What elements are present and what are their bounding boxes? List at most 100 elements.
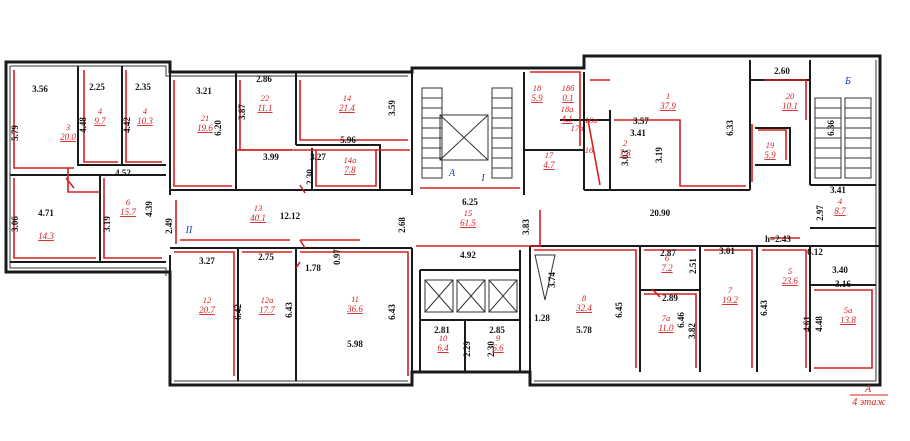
room-area: 40.1 bbox=[250, 213, 266, 223]
room-area: 37.9 bbox=[659, 101, 676, 111]
room-area: 21.4 bbox=[339, 103, 355, 113]
room-number: 2 bbox=[623, 138, 628, 148]
room-number: 6 bbox=[665, 253, 670, 263]
room-area: 7.8 bbox=[344, 165, 356, 175]
dimension-label-vertical: 6.43 bbox=[284, 302, 294, 318]
dimension-label: 3.01 bbox=[719, 246, 735, 256]
dimension-label: 2.89 bbox=[662, 293, 678, 303]
room-number: 5а bbox=[844, 305, 853, 315]
dimension-label-vertical: 3.59 bbox=[387, 100, 397, 116]
room-number: 18а bbox=[561, 104, 574, 114]
room-area: 5.9 bbox=[531, 93, 543, 103]
room-number: 5 bbox=[788, 266, 792, 276]
dimension-label: 1.28 bbox=[534, 313, 550, 323]
room-area: 14.3 bbox=[38, 231, 54, 241]
room-number: 15 bbox=[464, 208, 473, 218]
axis-label: I bbox=[480, 173, 485, 184]
room-area: 20.0 bbox=[60, 132, 76, 142]
room-area: 4.1 bbox=[561, 114, 572, 124]
dimension-label: 5.98 bbox=[347, 339, 363, 349]
dimension-label: 5.96 bbox=[340, 135, 356, 145]
room-number: 4 bbox=[98, 106, 103, 116]
room-area: 0.1 bbox=[562, 93, 573, 103]
dimension-label: 3.27 bbox=[199, 256, 215, 266]
dimension-label: 4.92 bbox=[460, 250, 476, 260]
dimension-label: 2.75 bbox=[258, 252, 274, 262]
dimension-label: 6.12 bbox=[807, 247, 823, 257]
room-number: 8 bbox=[582, 293, 587, 303]
room-number: 14 bbox=[343, 93, 352, 103]
dimension-label: 3.56 bbox=[32, 84, 48, 94]
room-area: 4.7 bbox=[543, 160, 555, 170]
room-area: 32.4 bbox=[575, 303, 592, 313]
room-number: 9 bbox=[496, 333, 501, 343]
dimension-label-vertical: 3.74 bbox=[547, 272, 557, 288]
room-number: 6 bbox=[126, 197, 131, 207]
room-number: 7а bbox=[662, 313, 671, 323]
dimension-label: 3.57 bbox=[633, 116, 649, 126]
room-area: 36.6 bbox=[346, 304, 363, 314]
dimension-label: 2.85 bbox=[489, 325, 505, 335]
room-area: 10.3 bbox=[137, 116, 153, 126]
dimension-label-vertical: 2.30 bbox=[486, 341, 496, 357]
floor-stamp: А 4 этаж bbox=[850, 384, 888, 408]
axis-label: II bbox=[185, 225, 193, 236]
dimension-label: 4.71 bbox=[38, 208, 54, 218]
dimension-label-vertical: 4.61 bbox=[802, 316, 812, 332]
room-area: 8.7 bbox=[834, 206, 846, 216]
stamp-letter: А bbox=[864, 384, 872, 395]
room-number: 12 bbox=[203, 295, 212, 305]
room-number: 1 bbox=[666, 91, 670, 101]
dimension-label-vertical: 4.39 bbox=[144, 201, 154, 217]
dimension-label: 3.41 bbox=[630, 128, 646, 138]
room-area: 10.1 bbox=[782, 101, 798, 111]
dimension-label-vertical: 6.45 bbox=[614, 302, 624, 318]
room-area: 17.7 bbox=[259, 305, 275, 315]
dimension-label-vertical: 6.42 bbox=[233, 304, 243, 320]
room-area: 5.9 bbox=[764, 150, 776, 160]
dimension-label: 20.90 bbox=[650, 208, 671, 218]
dimension-label-vertical: 2.51 bbox=[688, 258, 698, 274]
room-area: 19.6 bbox=[197, 123, 213, 133]
dimension-label-vertical: 6.46 bbox=[676, 312, 686, 328]
dimension-label-vertical: 4.42 bbox=[122, 117, 132, 133]
room-number: 14a bbox=[344, 155, 357, 165]
axis-label: Б bbox=[844, 76, 851, 87]
dimension-label-vertical: 2.68 bbox=[397, 217, 407, 233]
room-number: 17а bbox=[571, 123, 584, 133]
dimension-label: h=2.43 bbox=[765, 234, 791, 244]
dimension-label-vertical: 3.03 bbox=[620, 150, 630, 166]
dimension-label: 2.25 bbox=[89, 82, 105, 92]
dimension-label-vertical: 2.29 bbox=[462, 341, 472, 357]
dimension-label-vertical: 2.30 bbox=[305, 169, 315, 185]
dimension-label-vertical: 6.20 bbox=[213, 120, 223, 136]
dimension-label: 3.27 bbox=[310, 152, 326, 162]
room-number: 11 bbox=[351, 294, 359, 304]
dimension-label: 2.87 bbox=[660, 248, 676, 258]
room-number: 22 bbox=[261, 93, 270, 103]
dimension-label-vertical: 3.87 bbox=[237, 104, 247, 120]
room-area: 20.7 bbox=[199, 305, 215, 315]
room-area: 6.4 bbox=[437, 343, 449, 353]
dimension-label: 6.25 bbox=[462, 197, 478, 207]
room-number: 3 bbox=[65, 122, 70, 132]
dimension-label-vertical: 2.49 bbox=[164, 218, 174, 234]
room-number: 12а bbox=[261, 295, 274, 305]
dimension-label-vertical: 4.48 bbox=[814, 316, 824, 332]
room-area: 11.1 bbox=[257, 103, 272, 113]
room-area: 15.7 bbox=[120, 207, 136, 217]
dimension-label-vertical: 0.97 bbox=[332, 249, 342, 265]
dimension-label-vertical: 3.19 bbox=[102, 216, 112, 232]
room-number: 7 bbox=[728, 285, 733, 295]
room-number: 18 bbox=[533, 83, 542, 93]
dimension-label-vertical: 6.43 bbox=[387, 304, 397, 320]
dimension-label: 12.12 bbox=[280, 211, 301, 221]
room-number: 18б bbox=[562, 83, 576, 93]
red-overlay bbox=[13, 70, 873, 376]
dimension-label: 2.86 bbox=[256, 74, 272, 84]
